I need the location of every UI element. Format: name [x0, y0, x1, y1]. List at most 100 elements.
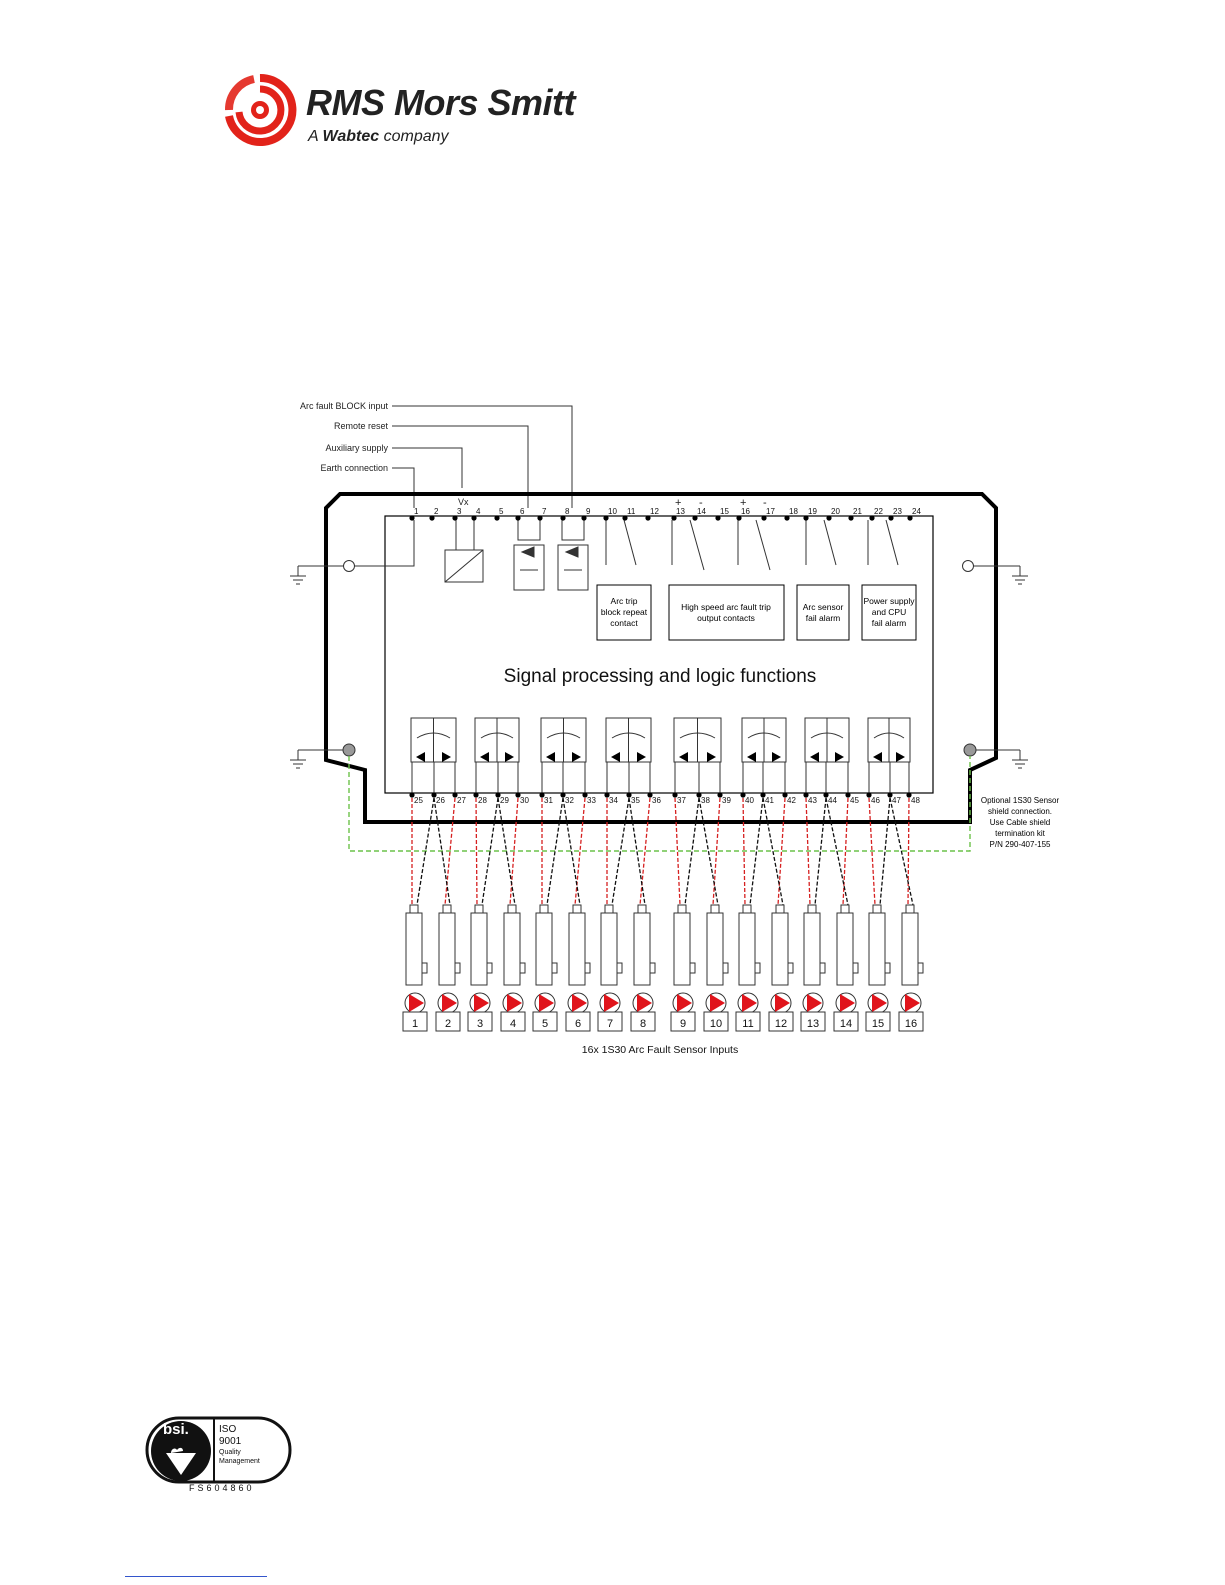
terminal-dot	[888, 515, 894, 521]
terminal-label: 28	[478, 796, 487, 805]
opto-link	[873, 732, 905, 739]
terminal-label: 15	[720, 507, 729, 516]
sensor-connector	[551, 962, 558, 974]
opto-input-reset	[513, 520, 545, 591]
sensor-wire-black	[762, 797, 784, 906]
sensor-arrow-icon	[872, 994, 887, 1012]
plus-marker-16: +	[740, 497, 746, 509]
sensor-number: 1	[412, 1018, 418, 1030]
opto-diode	[546, 752, 555, 762]
terminal-label: 11	[627, 507, 636, 516]
sensor-wire-black	[628, 797, 646, 906]
sensor-body	[405, 912, 423, 986]
sensor-number-box	[898, 1011, 924, 1032]
terminal-dot	[537, 515, 543, 521]
sensor-gland	[677, 904, 687, 914]
tagline-prefix: A	[308, 128, 319, 145]
terminal-dot	[560, 792, 566, 798]
sensor-body	[600, 912, 618, 986]
sensor-gland	[807, 904, 817, 914]
iso-line: Quality	[219, 1449, 241, 1456]
sensor-arrow-icon	[710, 994, 725, 1012]
terminal-dot	[760, 792, 766, 798]
sensor-arrow-icon	[677, 994, 692, 1012]
terminal-label: 44	[828, 796, 837, 805]
terminal-dot	[866, 792, 872, 798]
sensor-number-box	[865, 1011, 891, 1032]
sensor-gland	[637, 904, 647, 914]
sensor-connector	[421, 962, 428, 974]
terminal-dot	[803, 515, 809, 521]
terminal-label: 26	[436, 796, 445, 805]
sensor-number-box	[467, 1011, 493, 1032]
terminal-dot	[848, 515, 854, 521]
iso-line: 9001	[219, 1436, 242, 1447]
terminal-label: 34	[609, 796, 618, 805]
terminal-dot	[452, 792, 458, 798]
opto-diode	[611, 752, 620, 762]
sensor-connector	[584, 962, 591, 974]
terminal-dot	[784, 515, 790, 521]
rms-swirl-icon	[224, 73, 297, 146]
terminal-label: 40	[745, 796, 754, 805]
sensor-body	[868, 912, 886, 986]
sensor-arrow-icon	[807, 994, 822, 1012]
shield-note-line: termination kit	[995, 829, 1046, 838]
box-line: Arc sensor	[803, 602, 844, 612]
box-line: Power supply	[863, 596, 915, 606]
terminal-label: 39	[722, 796, 731, 805]
function-box-psu-cpu-fail: Power supply and CPU fail alarm	[861, 584, 917, 641]
terminal-dot	[560, 515, 566, 521]
logo-wordmark: RMS Mors Smitt	[306, 82, 576, 123]
sensor-arrow-icon	[604, 994, 619, 1012]
earth-wire	[355, 520, 415, 567]
earth-symbols	[290, 565, 1028, 769]
terminal-dot	[869, 515, 875, 521]
terminal-label: 41	[765, 796, 774, 805]
tagline-brand: Wabtec	[322, 128, 380, 145]
sensor-gland	[905, 904, 915, 914]
sensor-gland	[572, 904, 582, 914]
sensor-number: 14	[840, 1018, 852, 1030]
terminal-label: 38	[701, 796, 710, 805]
terminal-label: 46	[871, 796, 880, 805]
terminal-dot	[471, 515, 477, 521]
terminal-label: 48	[911, 796, 920, 805]
label-earth: Earth connection	[320, 463, 388, 473]
box-line: output contacts	[697, 613, 755, 623]
relay-contacts	[605, 519, 899, 571]
terminal-dot	[672, 792, 678, 798]
terminal-label: 2	[434, 507, 439, 516]
opto-diode	[480, 752, 489, 762]
sensor-number: 9	[680, 1018, 686, 1030]
terminal-label: 27	[457, 796, 466, 805]
terminal-dot	[740, 792, 746, 798]
terminal-label: 9	[586, 507, 591, 516]
label-remote-reset: Remote reset	[334, 421, 389, 431]
sensor-wire-black	[889, 797, 914, 906]
sensor-number: 12	[775, 1018, 787, 1030]
terminal-label: 47	[892, 796, 901, 805]
sensor-number-box	[630, 1011, 656, 1032]
shield-note-line: Optional 1S30 Sensor	[981, 796, 1060, 805]
sensor-connector	[616, 962, 623, 974]
sensor-connector	[689, 962, 696, 974]
sensor-connector	[649, 962, 656, 974]
terminal-label: 21	[853, 507, 862, 516]
terminal-label: 12	[650, 507, 659, 516]
terminal-dot	[626, 792, 632, 798]
sensor-wire-black	[825, 797, 849, 906]
sensor-wire-black	[416, 797, 435, 906]
mount-hole-top-left	[343, 560, 355, 572]
sensor-arrow-icon	[507, 994, 522, 1012]
sensor-number: 8	[640, 1018, 646, 1030]
terminal-dot	[715, 515, 721, 521]
terminal-dot	[515, 792, 521, 798]
sensor-wire-red	[907, 797, 910, 906]
terminal-label: 8	[565, 507, 570, 516]
sensor-body	[535, 912, 553, 986]
box-line: contact	[610, 618, 638, 628]
terminal-dot	[603, 515, 609, 521]
terminal-label: 5	[499, 507, 504, 516]
